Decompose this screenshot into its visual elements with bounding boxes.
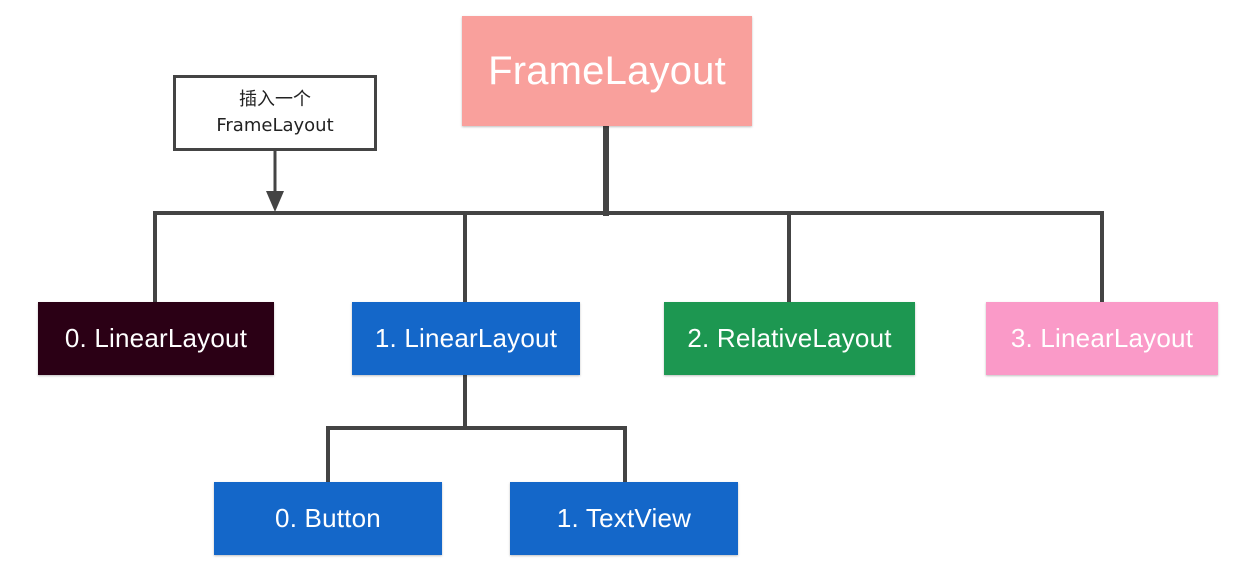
child-node-3: 3. LinearLayout [986,302,1218,375]
grandchild-node-textview: 1. TextView [510,482,738,555]
child-node-2: 2. RelativeLayout [664,302,915,375]
grandchild-node-0-label: 0. Button [275,503,381,533]
insert-arrowhead-icon [266,191,284,212]
root-node-label: FrameLayout [488,48,726,93]
child-node-0: 0. LinearLayout [38,302,274,375]
child-node-1-label: 1. LinearLayout [374,323,558,353]
child-node-2-label: 2. RelativeLayout [687,323,892,353]
insert-framelayout-note: 插入一个 FrameLayout [173,75,377,151]
child-node-1: 1. LinearLayout [352,302,580,375]
note-line-2: FrameLayout [216,115,334,136]
grandchild-node-1-label: 1. TextView [556,503,692,533]
note-line-1: 插入一个 [239,89,311,110]
grandchild-node-button: 0. Button [214,482,442,555]
root-framelayout-node: FrameLayout [462,16,752,126]
child-node-0-label: 0. LinearLayout [64,323,248,353]
child-node-3-label: 3. LinearLayout [1010,323,1194,353]
